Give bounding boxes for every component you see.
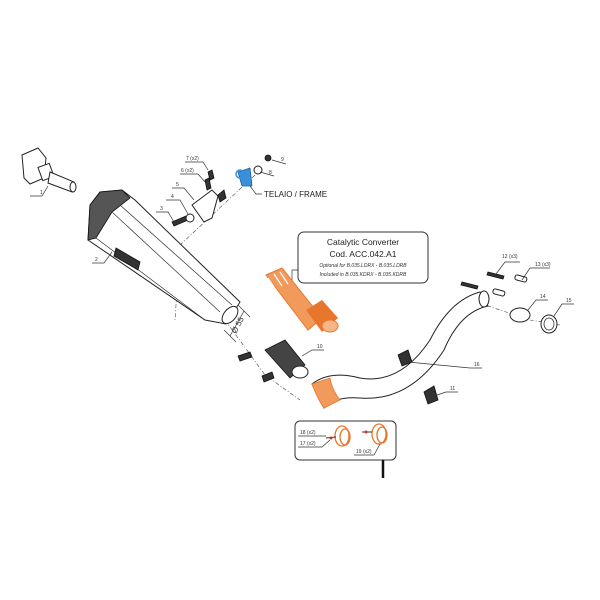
assembly-axis-line <box>224 319 301 401</box>
part-label-15: 15 <box>566 298 572 304</box>
part-label-3: 3 <box>160 206 163 212</box>
part-label-16: 16 <box>474 362 480 368</box>
part-label-1: 1 <box>40 190 43 196</box>
gasket-part-10 <box>237 339 309 383</box>
catalytic-converter <box>265 267 339 333</box>
catalytic-optional-note: Optional for B.035.LDRX - B.035.LDRB <box>319 263 407 269</box>
catalytic-code: Cod. ACC.042.A1 <box>329 249 396 259</box>
muffler-part-2 <box>87 189 241 325</box>
frame-label: TELAIO / FRAME <box>264 190 327 199</box>
part-label-13: 13 (x3) <box>535 262 551 268</box>
end-cap-part-1 <box>21 147 77 193</box>
part-label-10: 10 <box>317 344 323 350</box>
part-label-17: 17 (x2) <box>300 441 316 447</box>
part-label-11: 11 <box>450 386 455 392</box>
clamp-kit-box <box>294 420 397 461</box>
frame-bracket-icon <box>237 167 253 187</box>
clamps <box>325 423 388 447</box>
catalytic-included-note: Included in B.035.KDRX - B.035.KDRB <box>320 272 407 278</box>
catalytic-info-box <box>297 231 429 284</box>
part-label-12: 12 (x3) <box>502 254 518 260</box>
part-label-8: 8 <box>269 170 272 176</box>
part-label-7: 7 (x2) <box>186 156 199 162</box>
springs-and-flanges <box>460 271 558 334</box>
catalytic-title: Catalytic Converter <box>327 237 399 247</box>
part-label-14: 14 <box>540 294 546 300</box>
part-label-5: 5 <box>176 182 179 188</box>
part-label-6: 6 (x2) <box>181 168 194 174</box>
part-label-2: 2 <box>95 257 98 263</box>
part-label-19: 19 (x2) <box>356 449 372 455</box>
part-label-9: 9 <box>281 157 284 163</box>
header-pipe-part-16 <box>311 290 490 409</box>
bracket-hardware <box>171 154 272 227</box>
part-label-4: 4 <box>171 194 174 200</box>
part-label-18: 18 (x2) <box>300 430 316 436</box>
brand-logo <box>113 247 141 271</box>
